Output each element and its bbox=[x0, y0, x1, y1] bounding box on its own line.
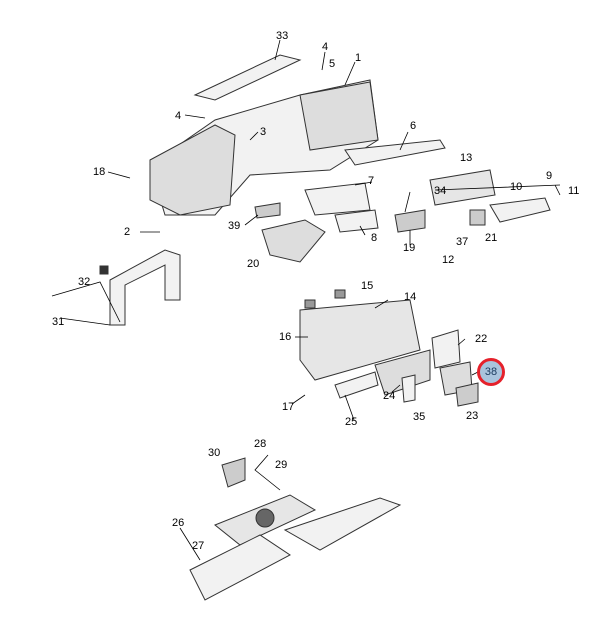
callout-6: 6 bbox=[410, 120, 417, 132]
part-panel-11 bbox=[489, 197, 551, 223]
part-cupholder bbox=[255, 508, 275, 528]
callout-12: 12 bbox=[442, 254, 455, 266]
callout-33: 33 bbox=[276, 30, 289, 42]
callout-4: 4 bbox=[322, 41, 329, 53]
callout-4b: 4 bbox=[175, 110, 182, 122]
callout-9: 9 bbox=[546, 170, 553, 182]
callout-16: 16 bbox=[279, 331, 292, 343]
callout-31: 31 bbox=[52, 316, 65, 328]
callout-13: 13 bbox=[460, 152, 473, 164]
callout-28: 28 bbox=[254, 438, 267, 450]
callout-30: 30 bbox=[208, 447, 221, 459]
part-panel-22 bbox=[431, 329, 461, 369]
callout-17: 17 bbox=[282, 401, 295, 413]
part-center-bracket-14 bbox=[299, 299, 421, 381]
callout-29: 29 bbox=[275, 459, 288, 471]
part-bezel-24 bbox=[374, 349, 431, 396]
part-clip-32 bbox=[99, 265, 109, 275]
part-panel-26 bbox=[189, 534, 291, 601]
part-bezel-20 bbox=[261, 219, 326, 263]
callout-8: 8 bbox=[371, 232, 378, 244]
callout-23: 23 bbox=[466, 410, 479, 422]
part-21 bbox=[469, 209, 486, 226]
part-15 bbox=[334, 289, 346, 299]
part-left-vent-block bbox=[149, 124, 236, 216]
part-vent-23 bbox=[455, 382, 479, 407]
callout-1: 1 bbox=[355, 52, 362, 64]
part-panel-25 bbox=[334, 371, 379, 399]
callout-35: 35 bbox=[413, 411, 426, 423]
callout-39: 39 bbox=[228, 220, 241, 232]
callout-2: 2 bbox=[124, 226, 131, 238]
callout-37: 37 bbox=[456, 236, 469, 248]
part-panel-8 bbox=[334, 209, 379, 233]
callout-11: 11 bbox=[568, 185, 580, 197]
callout-26: 26 bbox=[172, 517, 185, 529]
callout-20: 20 bbox=[247, 258, 260, 270]
callout-19: 19 bbox=[403, 242, 416, 254]
part-15b bbox=[304, 299, 316, 309]
part-panel-7 bbox=[304, 182, 371, 216]
callout-3: 3 bbox=[260, 126, 267, 138]
part-panel-6 bbox=[344, 139, 446, 166]
part-right-vent-block bbox=[299, 81, 379, 151]
callout-15: 15 bbox=[361, 280, 374, 292]
callout-32: 32 bbox=[78, 276, 91, 288]
leader-lines bbox=[51, 39, 561, 561]
part-switch-19 bbox=[394, 209, 426, 233]
part-30 bbox=[221, 457, 246, 488]
callout-25: 25 bbox=[345, 416, 358, 428]
callout-22: 22 bbox=[475, 333, 488, 345]
callout-18: 18 bbox=[93, 166, 106, 178]
part-upper-trim bbox=[193, 54, 302, 101]
callout-14: 14 bbox=[404, 291, 417, 303]
callout-5: 5 bbox=[329, 58, 336, 70]
callout-24: 24 bbox=[383, 390, 396, 402]
callout-7: 7 bbox=[368, 175, 375, 187]
part-panel-right bbox=[283, 497, 402, 551]
callout-21: 21 bbox=[485, 232, 498, 244]
callout-27: 27 bbox=[192, 540, 205, 552]
part-frame-31 bbox=[109, 249, 181, 326]
part-switch-39 bbox=[254, 202, 281, 219]
part-glovebox-9 bbox=[429, 169, 496, 206]
callout-10: 10 bbox=[510, 181, 523, 193]
callout-38-highlighted[interactable]: 38 bbox=[477, 358, 505, 386]
callout-34: 34 bbox=[434, 185, 447, 197]
part-35 bbox=[401, 374, 416, 403]
